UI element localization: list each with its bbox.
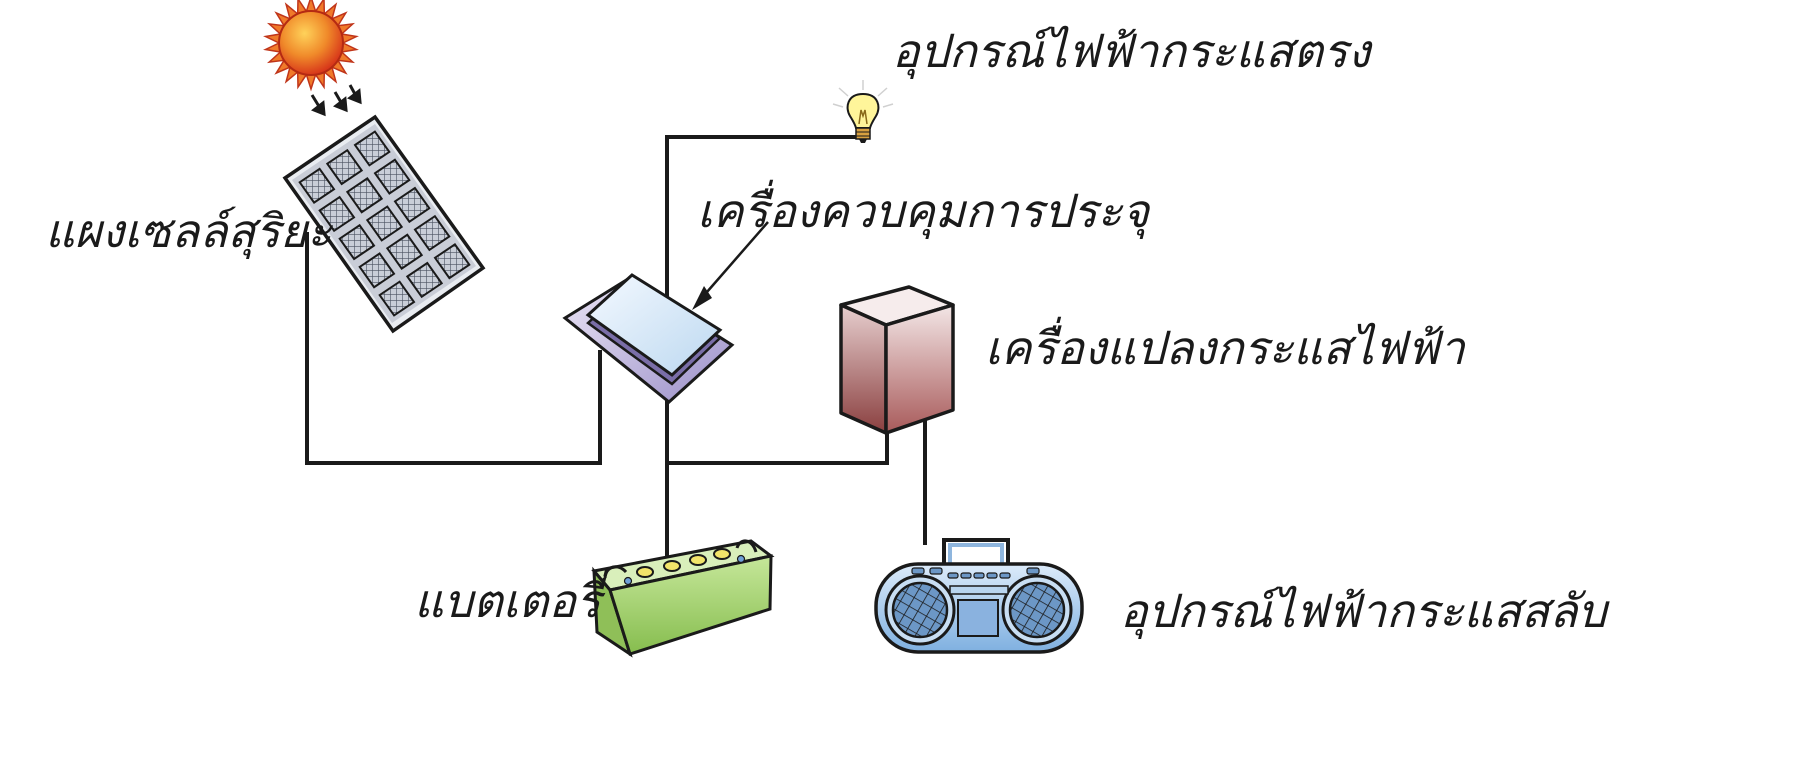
battery-label: แบตเตอรี่ [414, 574, 601, 628]
solar-cell [353, 130, 391, 167]
solar-cell [378, 280, 416, 317]
solar-cell [433, 243, 471, 280]
solar-cell [298, 167, 336, 204]
solar-cell [393, 186, 431, 224]
wire-panel-to-controller [305, 232, 602, 465]
light-bulb-icon [832, 80, 894, 143]
inverter-label: เครื่องแปลงกระแสไฟฟ้า [985, 321, 1465, 375]
wires [305, 135, 927, 560]
solar-cell [413, 214, 451, 252]
solar-cell [365, 205, 404, 242]
wire-controller-to-bulb [665, 135, 862, 330]
solar-panel-label: แผงเซลล์สุริยะ [45, 204, 332, 258]
solar-cell [358, 252, 396, 289]
charge-controller-label: เครื่องควบคุมการประจุ [697, 184, 1150, 238]
arrowhead [692, 286, 712, 310]
sun-icon [263, 0, 359, 92]
solar-cell [385, 233, 424, 270]
solar-cell [318, 195, 356, 233]
wire-to-inverter [667, 432, 889, 465]
battery-icon [591, 539, 775, 658]
dc-device-label: อุปกรณ์ไฟฟ้ากระแสตรง [892, 24, 1371, 78]
solar-cell [345, 177, 384, 214]
solar-cell [373, 158, 411, 195]
sunlight-arrows [310, 84, 362, 117]
solar-cell [325, 148, 364, 186]
solar-cell [338, 223, 376, 261]
solar-cell [405, 261, 444, 299]
inverter-box-icon [839, 285, 955, 435]
ac-device-label: อุปกรณ์ไฟฟ้ากระแสสลับ [1120, 584, 1607, 638]
charge-controller-icon [562, 273, 735, 404]
solar-panel-icon [282, 114, 486, 334]
controller-pointer-arrow [699, 221, 769, 301]
boombox-radio-icon [874, 538, 1084, 654]
